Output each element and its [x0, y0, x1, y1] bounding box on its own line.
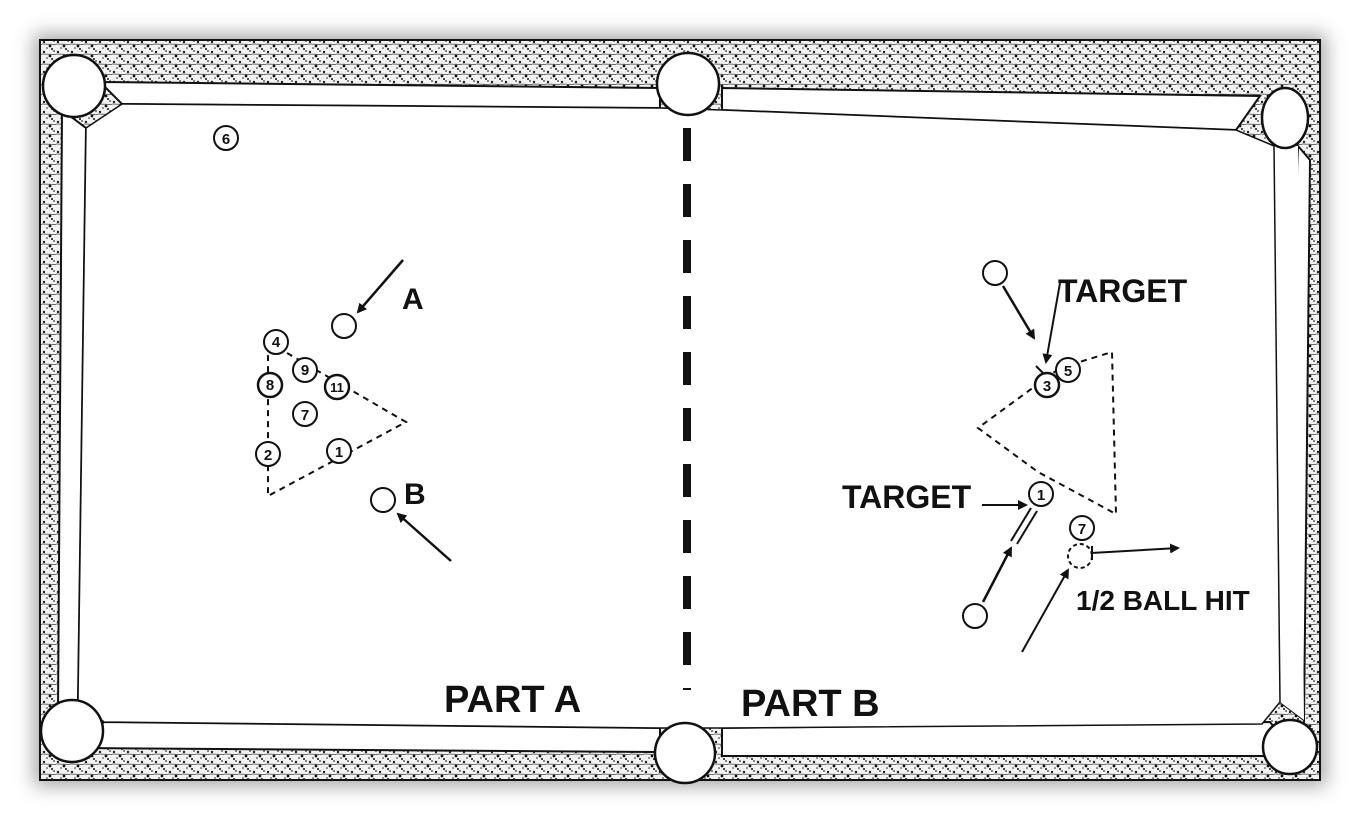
svg-text:7: 7	[301, 407, 309, 424]
svg-text:8: 8	[266, 377, 274, 394]
arrow-cue-top	[1001, 285, 1036, 340]
arrow-target-top	[1042, 282, 1061, 364]
svg-text:2: 2	[264, 447, 272, 464]
ball-5: 5	[1055, 357, 1081, 383]
svg-text:6: 6	[222, 131, 230, 148]
part-a-title: PART A	[444, 679, 581, 721]
label-a: A	[402, 283, 424, 316]
ball-11: 11	[323, 373, 351, 401]
cue-ball-bottom-icon	[962, 603, 988, 629]
aim-line-2	[1016, 510, 1038, 545]
ball-7-b: 7	[1069, 515, 1095, 541]
pocket-bottom-middle-icon	[653, 721, 717, 785]
label-target-left: TARGET	[842, 479, 972, 515]
contact-mark	[1035, 365, 1045, 375]
svg-text:1: 1	[1037, 487, 1045, 504]
pocket-top-right-icon	[1260, 86, 1310, 150]
aim-line-1	[1010, 507, 1032, 542]
part-b-diagram: 3 5 TARGET 1 TARGET	[842, 260, 1250, 653]
label-half-ball-hit: 1/2 BALL HIT	[1076, 585, 1250, 616]
svg-text:3: 3	[1043, 378, 1051, 395]
ball-7: 7	[292, 401, 318, 427]
part-a-diagram: 4 9 8 11 7 2 1	[213, 125, 452, 562]
cushions	[56, 80, 1312, 757]
cue-ball-b-icon	[370, 487, 396, 513]
arrow-half-hit	[1021, 568, 1069, 653]
arrow-cue-bottom	[981, 546, 1013, 603]
ball-6: 6	[213, 125, 239, 151]
ball-1-b: 1	[1028, 481, 1054, 507]
pocket-bottom-left-icon	[39, 698, 105, 764]
pocket-top-middle-icon	[655, 51, 721, 117]
pockets	[39, 51, 1319, 785]
ball-4: 4	[263, 329, 289, 355]
part-b-title: PART B	[741, 683, 880, 725]
pocket-top-left-icon	[41, 53, 107, 119]
label-target-top: TARGET	[1058, 273, 1188, 309]
svg-text:9: 9	[301, 362, 309, 379]
ball-2: 2	[255, 441, 281, 467]
svg-text:7: 7	[1078, 521, 1086, 538]
playing-surface	[77, 103, 1281, 729]
svg-text:1: 1	[335, 444, 343, 461]
svg-text:11: 11	[330, 380, 344, 395]
arrow-deflection	[1090, 543, 1180, 554]
ball-8: 8	[256, 371, 284, 399]
pocket-bottom-right-icon	[1261, 718, 1319, 776]
label-b: B	[404, 478, 426, 511]
svg-text:4: 4	[272, 334, 281, 351]
cue-ball-top-icon	[982, 260, 1008, 286]
cue-ball-a-icon	[331, 313, 357, 339]
ball-1: 1	[326, 438, 352, 464]
ball-3: 3	[1033, 371, 1061, 399]
arrow-a	[356, 259, 404, 314]
ball-9: 9	[292, 357, 318, 383]
svg-text:5: 5	[1064, 363, 1072, 380]
arrow-b	[396, 512, 452, 562]
